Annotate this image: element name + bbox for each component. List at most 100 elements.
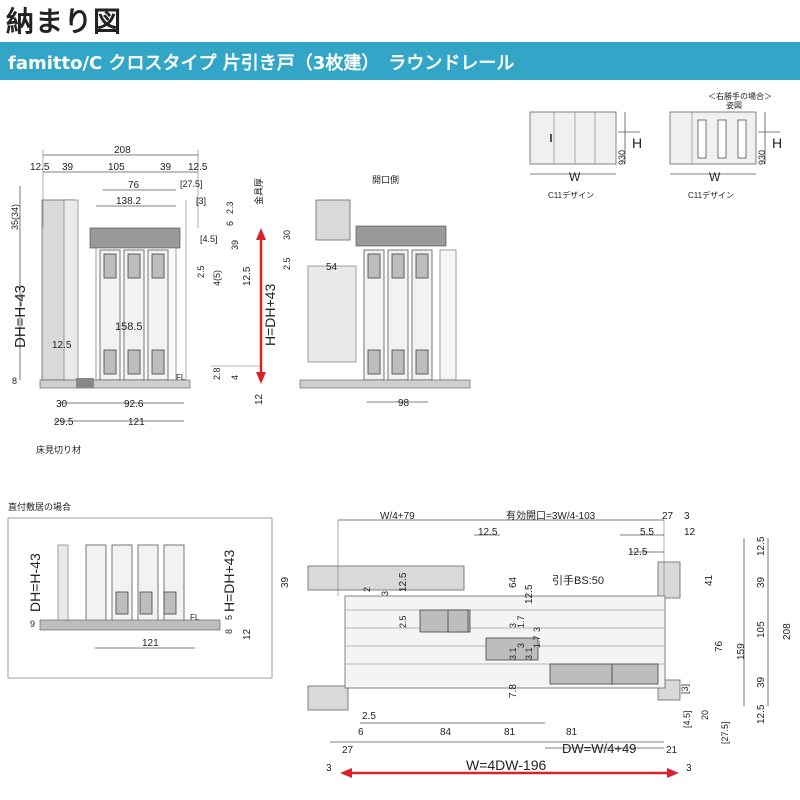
sec-27-5: [27.5] <box>180 179 203 189</box>
sec-208: 208 <box>114 145 131 156</box>
plan-12-5e: 12.5 <box>756 704 767 724</box>
plan-105: 105 <box>756 621 767 638</box>
plan-7-8: 7.8 <box>508 684 519 698</box>
plan-12-5r: 12.5 <box>756 536 767 556</box>
sec-35: 35(34) <box>10 204 20 230</box>
plan-37b: 3 <box>516 643 526 648</box>
direct-sill-label: 直付敷居の場合 <box>8 501 71 512</box>
sec-12-5d: 12.5 <box>52 340 72 351</box>
plan-w4: W/4+79 <box>380 511 415 522</box>
plan-eff: 有効開口=3W/4-103 <box>506 509 596 522</box>
direct-5: 5 <box>224 615 234 620</box>
sec-29-5: 29.5 <box>54 417 74 428</box>
sec-2-3: 2.3 <box>225 201 235 214</box>
plan-dw: DW=W/4+49 <box>562 741 636 756</box>
sec-12-5a: 12.5 <box>30 162 50 173</box>
open-side-drawing: 開口側 30 2.5 54 98 <box>282 174 471 409</box>
plan-12a: 12 <box>684 527 696 538</box>
direct-dh: DH=H-43 <box>27 553 43 612</box>
plan-64: 64 <box>508 576 519 588</box>
sec-fl: FL <box>176 373 186 382</box>
plan-3a: 3 <box>684 511 690 522</box>
sec-12-5c: 12.5 <box>242 266 253 286</box>
sec-138-2: 138.2 <box>116 196 141 207</box>
plan-37a: 3 <box>508 623 518 628</box>
plan-76: 76 <box>714 640 725 652</box>
section-drawing: 208 12.5 39 105 39 12.5 76 [27.5] 138.2 … <box>10 145 278 455</box>
plan-w: W=4DW-196 <box>466 757 546 773</box>
plan-27-5: [27.5] <box>720 721 730 744</box>
plan-20: 20 <box>700 710 710 720</box>
plan-2: 2 <box>362 587 372 592</box>
direct-9: 9 <box>30 619 35 629</box>
banner-text: famitto/C クロスタイプ 片引き戸（3枚建） ラウンドレール <box>8 53 515 74</box>
fig2-h-label: H <box>772 135 782 151</box>
plan-208: 208 <box>782 623 793 640</box>
floor-trim-label: 床見切り材 <box>36 444 81 455</box>
sec-2-8: 2.8 <box>212 367 222 380</box>
plan-2-5: 2.5 <box>398 615 408 628</box>
sec-kanagu: 金具厚 <box>253 178 264 205</box>
fig1-h-label: H <box>632 135 642 151</box>
direct-8: 8 <box>224 629 234 634</box>
plan-81b: 81 <box>566 727 578 738</box>
sec-121: 121 <box>128 417 145 428</box>
plan-4-5: [4.5] <box>682 710 692 728</box>
open-54: 54 <box>326 262 338 273</box>
fig1-design-label: C11デザイン <box>548 190 594 200</box>
plan-17b: 1.7 <box>532 635 542 648</box>
sec-76: 76 <box>128 180 140 191</box>
plan-3r: [3] <box>680 684 690 694</box>
sec-4-5b: 4(5) <box>212 270 222 286</box>
fig2-w-label: W <box>709 170 721 184</box>
sec-158-5: 158.5 <box>115 321 143 333</box>
plan-12-5d: 12.5 <box>524 584 535 604</box>
plan-27b: 27 <box>342 745 354 756</box>
direct-121: 121 <box>142 638 159 649</box>
open-98: 98 <box>398 398 410 409</box>
plan-17a: 1.7 <box>516 615 526 628</box>
sec-105: 105 <box>108 162 125 173</box>
red-arrow-h <box>256 228 266 384</box>
sec-6: 6 <box>225 221 235 226</box>
fig1-930-label: 930 <box>617 150 627 165</box>
plan-3d: 3 <box>686 763 692 774</box>
direct-fl: FL <box>190 613 200 622</box>
plan-12-5c: 12.5 <box>398 572 409 592</box>
page-title: 納まり図 <box>6 5 123 38</box>
open-30: 30 <box>282 230 292 240</box>
plan-12-5b: 12.5 <box>628 547 648 558</box>
fig2-930-label: 930 <box>757 150 767 165</box>
right-handed-label: ＜右勝手の場合＞ <box>708 91 772 101</box>
sec-39a: 39 <box>62 162 74 173</box>
plan-5-5: 5.5 <box>640 527 654 538</box>
red-arrow-w <box>340 768 679 778</box>
sec-2-5: 2.5 <box>196 265 206 278</box>
fig2-design-label: C11デザイン <box>688 190 734 200</box>
open-side-label: 開口側 <box>372 174 399 185</box>
plan-3b: 3 <box>380 591 390 596</box>
plan-27: 27 <box>662 511 674 522</box>
sec-39c: 39 <box>230 240 240 250</box>
sec-12: 12 <box>254 393 265 405</box>
direct-12: 12 <box>242 628 253 640</box>
sec-3: [3] <box>196 196 206 206</box>
sec-39b: 39 <box>160 162 172 173</box>
direct-h: H=DH+43 <box>221 550 237 612</box>
plan-159: 159 <box>736 643 747 660</box>
plan-6: 6 <box>358 727 364 738</box>
plan-21: 21 <box>666 745 678 756</box>
plan-39b: 39 <box>756 676 767 688</box>
open-2-5: 2.5 <box>282 257 292 270</box>
plan-81a: 81 <box>504 727 516 738</box>
plan-31b: 3.1 <box>524 647 534 660</box>
sec-12-5b: 12.5 <box>188 162 208 173</box>
sec-h: H=DH+43 <box>262 284 278 346</box>
sec-4-5: [4.5] <box>200 234 218 244</box>
plan-2-5b: 2.5 <box>362 711 376 722</box>
sec-8: 8 <box>12 376 17 386</box>
title-banner: famitto/C クロスタイプ 片引き戸（3枚建） ラウンドレール <box>0 42 800 80</box>
sec-4: 4 <box>230 375 240 380</box>
plan-drawing: W/4+79 有効開口=3W/4-103 27 3 12.5 5.5 12 12… <box>280 509 793 774</box>
